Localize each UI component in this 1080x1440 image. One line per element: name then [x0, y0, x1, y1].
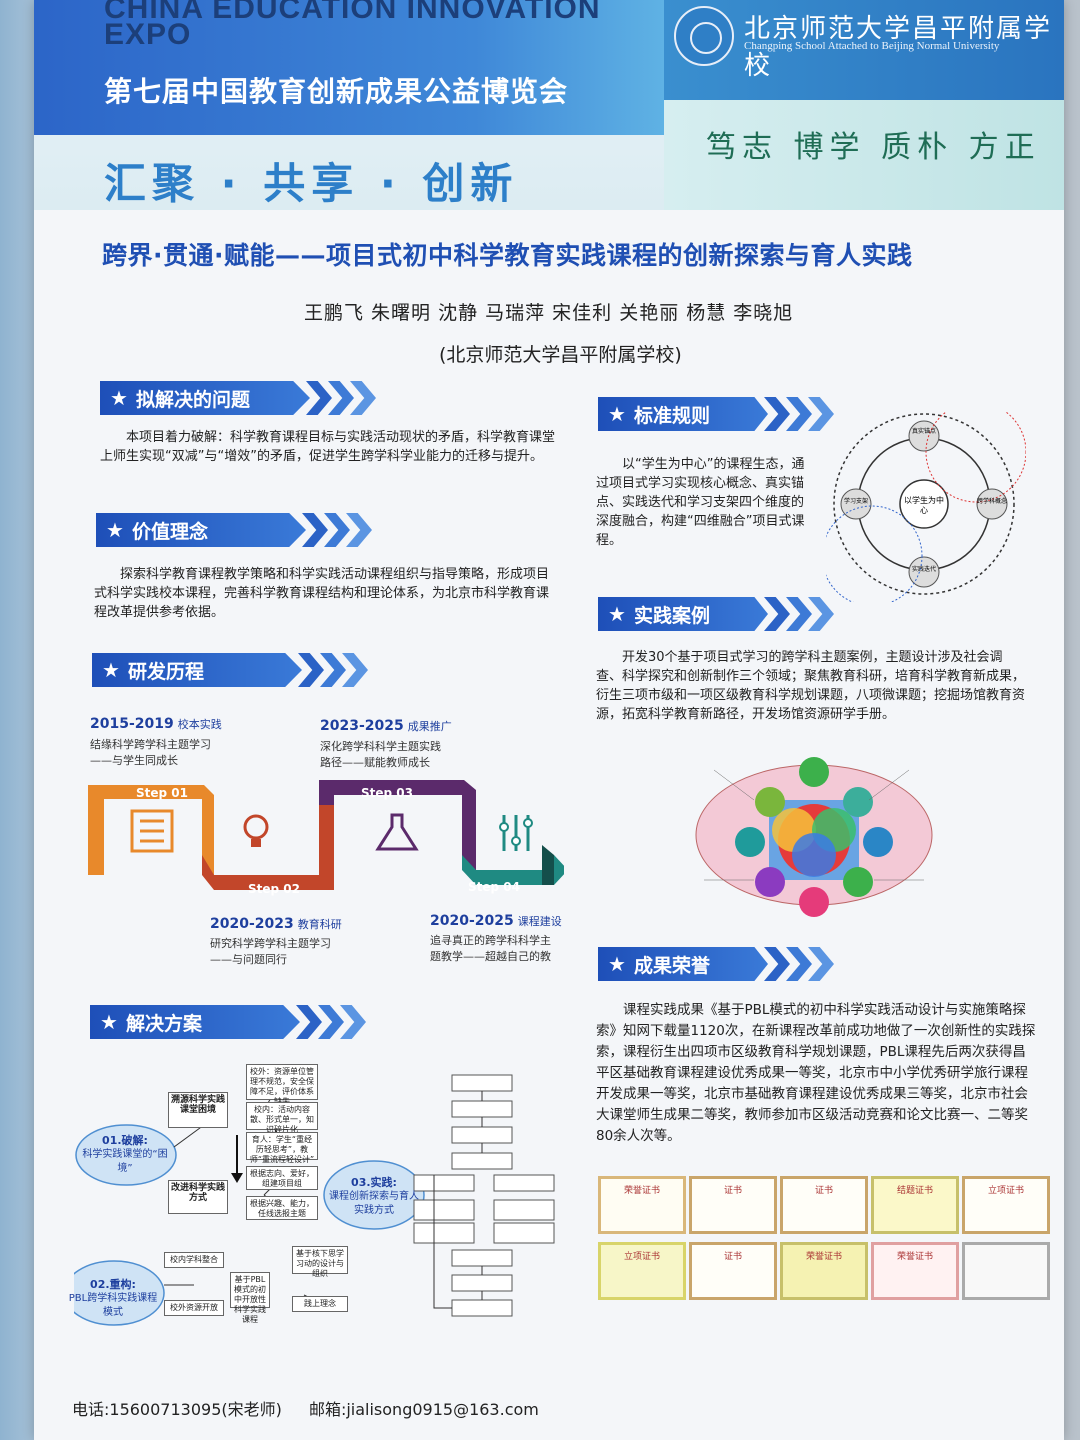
solution-node-3: 03.实践:课程创新探索与育人实践方式 — [329, 1176, 419, 1216]
certificate-6: 立项证书 — [598, 1242, 686, 1300]
step-label-4: Step 04 — [468, 880, 520, 894]
solution-node-2: 02.重构:PBL跨学科实践课程模式 — [68, 1278, 158, 1318]
certificate-3: 证书 — [780, 1176, 868, 1234]
star-icon: ★ — [608, 952, 626, 976]
solution-sub-c4: 践上理念 — [292, 1296, 348, 1312]
star-icon: ★ — [110, 386, 128, 410]
certificate-7: 证书 — [689, 1242, 777, 1300]
certificate-1: 荣誉证书 — [598, 1176, 686, 1234]
expo-english-title-line2: EXPO — [104, 18, 192, 51]
certificate-9: 荣誉证书 — [871, 1242, 959, 1300]
step-label-1: Step 01 — [136, 786, 188, 800]
certificate-10 — [962, 1242, 1050, 1300]
solution-diagram — [74, 1074, 555, 1326]
school-motto: 笃志 博学 质朴 方正 — [706, 130, 1041, 165]
authors: 王鹏飞 朱曙明 沈静 马瑞萍 宋佳利 关艳丽 杨慧 李晓旭 — [304, 302, 794, 324]
solution-sub-a1: 校外：资源单位管理不规范，安全保障不足，评价体系缺失 — [246, 1064, 318, 1106]
affiliation: (北京师范大学昌平附属学校) — [439, 344, 682, 366]
contact-phone: 电话:15600713095(宋老师) — [72, 1400, 282, 1419]
certificate-2: 证书 — [689, 1176, 777, 1234]
dim-label-4: 学习支架 — [843, 498, 868, 505]
dim-label-3: 实践迭代 — [911, 566, 936, 573]
header-expo-panel — [34, 0, 664, 135]
timeline-desc-step1: 结缘科学跨学科主题学习——与学生同成长 — [90, 738, 211, 767]
solution-sub-a2: 校内：活动内容散、形式单一，知识碎片化 — [246, 1102, 318, 1134]
standard-text: 以“学生为中心”的课程生态，通过项目式学习实现核心概念、真实锚点、实践迭代和学习… — [596, 457, 805, 548]
section-header-standard: ★标准规则 — [598, 396, 834, 432]
solution-box-pbl: 基于PBL模式的初中开放性科学实践课程 — [230, 1272, 270, 1324]
solution-node-1: 01.破解:科学实践课堂的“困境” — [82, 1134, 168, 1174]
solution-sub-b2: 根据兴趣、能力，任线选报主题 — [246, 1196, 318, 1220]
certificate-4: 结题证书 — [871, 1176, 959, 1234]
value-text: 探索科学教育课程教学策略和科学实践活动课程组织与指导策略，形成项目式科学实践校本… — [94, 567, 550, 620]
dim-label-2: 跨学科概念 — [977, 498, 1008, 505]
star-icon: ★ — [106, 518, 124, 542]
section-header-cases: ★实践案例 — [598, 596, 834, 632]
star-icon: ★ — [102, 658, 120, 682]
dim-label-1: 真实锚点 — [911, 428, 936, 435]
four-dim-diagram — [826, 412, 1026, 602]
contact-footer: 电话:15600713095(宋老师) 邮箱:jialisong0915@163… — [72, 1396, 561, 1420]
certificate-8: 荣誉证书 — [780, 1242, 868, 1300]
section-header-solution: ★解决方案 — [90, 1004, 366, 1040]
timeline-graphic — [88, 780, 564, 890]
star-icon: ★ — [608, 602, 626, 626]
solution-sub-b1: 根据志向、爱好，组建项目组 — [246, 1166, 318, 1190]
certificate-5: 立项证书 — [962, 1176, 1050, 1234]
expo-english-title: CHINA EDUCATION INNOVATION — [104, 0, 601, 25]
solution-sub-c2: 校外资源开放 — [164, 1300, 224, 1316]
cases-text: 开发30个基于项目式学习的跨学科主题案例，主题设计涉及社会调查、科学探究和创新制… — [596, 650, 1026, 722]
cases-diagram — [695, 757, 933, 917]
solution-box-improve: 改进科学实践方式 — [168, 1180, 228, 1214]
timeline-desc-step2: 研究科学跨学科主题学习——与问题同行 — [210, 937, 331, 966]
solution-sub-c3: 基于核下思学习动的设计与组织 — [292, 1246, 348, 1278]
expo-chinese-title: 第七届中国教育创新成果公益博览会 — [104, 75, 569, 108]
header-motto-panel — [664, 100, 1064, 210]
timeline-desc-step4: 追寻真正的跨学科科学主题教学——超越自己的教 — [430, 934, 551, 963]
poster: CHINA EDUCATION INNOVATION EXPO 第七届中国教育创… — [34, 0, 1064, 1440]
step-label-2: Step 02 — [248, 882, 300, 896]
poster-title: 跨界·贯通·赋能——项目式初中科学教育实践课程的创新探索与育人实践 — [102, 241, 913, 270]
step-label-3: Step 03 — [361, 786, 413, 800]
timeline-desc-step3: 深化跨学科科学主题实践路径——赋能教师成长 — [320, 740, 441, 769]
section-header-value: ★价值理念 — [96, 512, 372, 548]
section-header-honors: ★成果荣誉 — [598, 946, 834, 982]
honors-text: 课程实践成果《基于PBL模式的初中科学实践活动设计与实施策略探索》知网下载量11… — [596, 1002, 1036, 1144]
star-icon: ★ — [100, 1010, 118, 1034]
slogan: 汇聚 · 共享 · 创新 — [104, 159, 519, 208]
solution-box-trace: 溯源科学实践课堂困境 — [168, 1092, 228, 1128]
solution-sub-a3: 育人：学生“重经历轻思考”，教师“重流程轻设计” — [246, 1132, 318, 1164]
four-dim-center: 以学生为中心 — [904, 496, 944, 515]
contact-email: 邮箱:jialisong0915@163.com — [308, 1400, 539, 1419]
problem-text: 本项目着力破解：科学教育课程目标与实践活动现状的矛盾，科学教育课堂上师生实现“双… — [100, 430, 556, 464]
school-logo-icon — [674, 6, 734, 66]
solution-sub-c1: 校内学科整合 — [164, 1252, 224, 1268]
section-header-history: ★研发历程 — [92, 652, 368, 688]
header-school-panel — [664, 0, 1064, 100]
star-icon: ★ — [608, 402, 626, 426]
school-name-cn: 北京师范大学昌平附属学校 — [744, 14, 1053, 81]
section-header-problem: ★拟解决的问题 — [100, 380, 376, 416]
school-name-en: Changping School Attached to Beijing Nor… — [744, 40, 1000, 52]
